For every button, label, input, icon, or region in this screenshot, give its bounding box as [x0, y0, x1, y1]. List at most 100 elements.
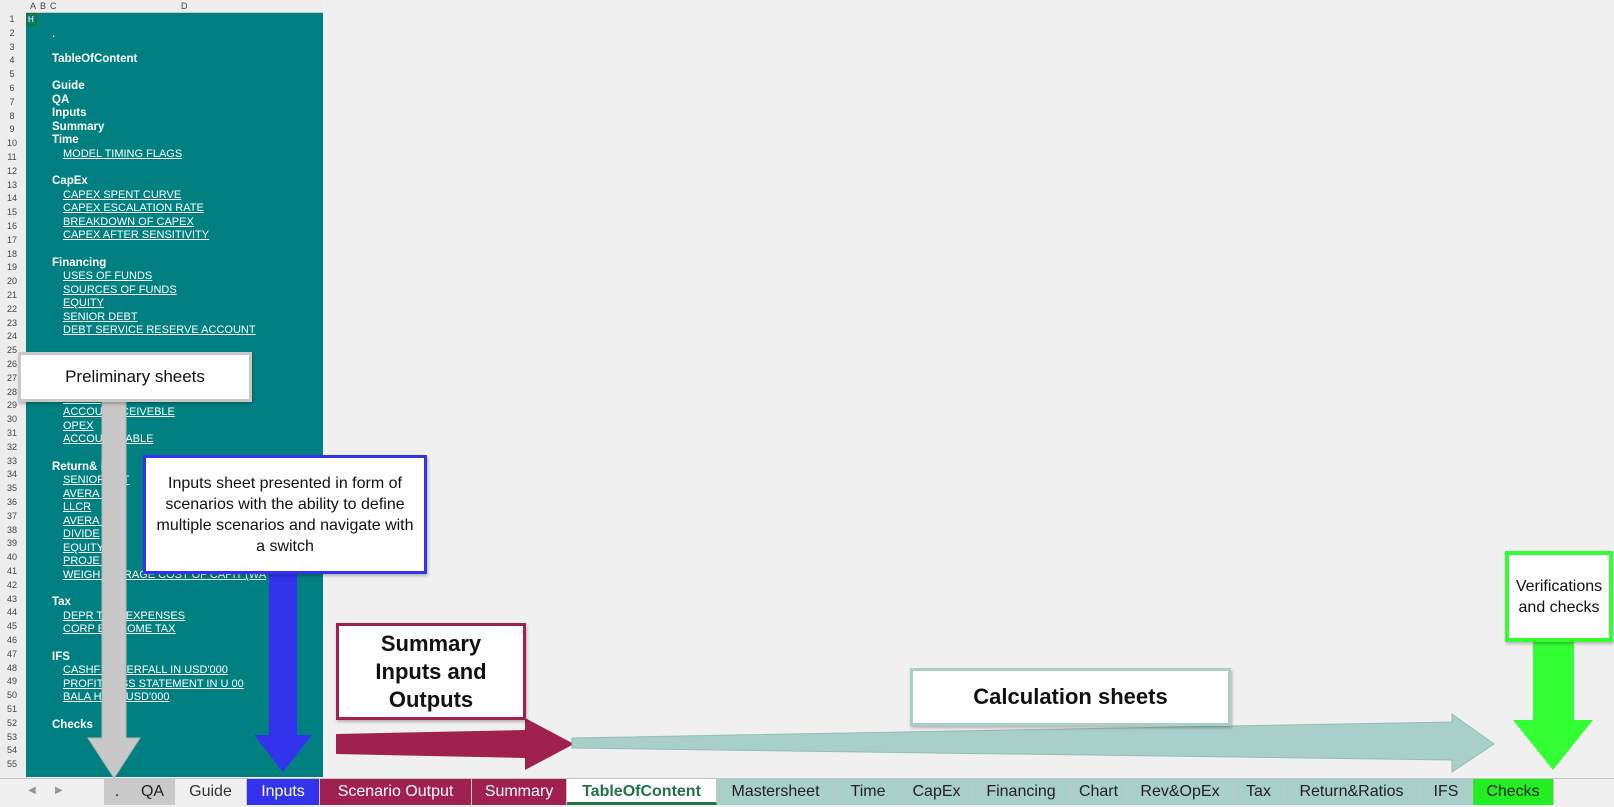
row-number[interactable]: 37	[6, 510, 17, 521]
row-number[interactable]: 13	[6, 179, 17, 190]
tab-scroll-left-icon[interactable]: ◀	[28, 785, 36, 796]
toc-link-dsra[interactable]: DEBT SERVICE RESERVE ACCOUNT	[63, 324, 256, 336]
sheet-tab-summary[interactable]: Summary	[472, 779, 567, 805]
toc-link-breakdown-of-capex[interactable]: BREAKDOWN OF CAPEX	[63, 216, 194, 228]
sheet-tab-qa[interactable]: QA	[131, 779, 175, 805]
toc-guide[interactable]: Guide	[52, 80, 85, 92]
row-number[interactable]: 15	[6, 207, 17, 218]
row-number[interactable]: 12	[6, 165, 17, 176]
toc-link-equity[interactable]: EQUITY	[63, 297, 104, 309]
sheet-tab-tableofcontent[interactable]: TableOfContent	[567, 779, 717, 805]
row-number[interactable]: 46	[6, 635, 17, 645]
row-number[interactable]: 18	[6, 248, 17, 259]
row-number[interactable]: 2	[9, 27, 15, 38]
row-number[interactable]: 8	[9, 110, 15, 121]
toc-return-ratios[interactable]: Return& ios	[52, 461, 118, 473]
tab-scroll-right-icon[interactable]: ▶	[55, 785, 63, 796]
sheet-tab-dot[interactable]: .	[104, 779, 131, 805]
sheet-tab-capex[interactable]: CapEx	[902, 779, 972, 805]
toc-checks[interactable]: Checks	[52, 719, 93, 731]
row-number[interactable]: 10	[6, 138, 17, 149]
column-header-b[interactable]: B	[40, 1, 47, 11]
row-number[interactable]: 27	[6, 372, 17, 383]
row-number[interactable]: 44	[6, 607, 17, 618]
row-number[interactable]: 7	[9, 96, 15, 107]
sheet-tab-financing[interactable]: Financing	[972, 779, 1071, 805]
column-header-c[interactable]: C	[50, 1, 57, 11]
row-number[interactable]: 4	[9, 55, 15, 66]
row-number[interactable]: 52	[6, 717, 17, 728]
row-number[interactable]: 42	[6, 579, 17, 590]
row-number[interactable]: 20	[6, 276, 17, 287]
row-number[interactable]: 36	[6, 497, 17, 507]
row-number[interactable]: 43	[6, 593, 17, 604]
toc-link-capex-after-sensitivity[interactable]: CAPEX AFTER SENSITIVITY	[63, 229, 210, 241]
row-number[interactable]: 49	[6, 676, 17, 687]
toc-link-sources-of-funds[interactable]: SOURCES OF FUNDS	[63, 284, 177, 296]
row-number[interactable]: 21	[6, 290, 17, 300]
row-number[interactable]: 9	[9, 124, 15, 135]
sheet-tab-guide[interactable]: Guide	[175, 779, 247, 805]
row-number[interactable]: 34	[6, 469, 17, 480]
toc-tax[interactable]: Tax	[52, 596, 71, 608]
row-number[interactable]: 39	[6, 538, 17, 549]
toc-link-capex-spent-curve[interactable]: CAPEX SPENT CURVE	[63, 189, 182, 201]
row-number[interactable]: 31	[6, 428, 17, 438]
row-number[interactable]: 26	[6, 359, 17, 369]
toc-capex[interactable]: CapEx	[52, 175, 88, 187]
toc-link-dividends[interactable]: DIVIDE	[63, 528, 100, 540]
row-number[interactable]: 14	[6, 193, 17, 204]
toc-link-llcr[interactable]: LLCR	[63, 501, 92, 513]
column-header-d[interactable]: D	[181, 1, 188, 11]
row-number[interactable]: 41	[6, 566, 17, 576]
toc-ifs[interactable]: IFS	[52, 651, 70, 663]
toc-link-uses-of-funds[interactable]: USES OF FUNDS	[63, 270, 153, 282]
row-number[interactable]: 38	[6, 524, 17, 535]
sheet-tab-checks[interactable]: Checks	[1473, 779, 1554, 805]
row-number[interactable]: 40	[6, 552, 17, 563]
row-number[interactable]: 22	[6, 303, 17, 314]
row-number[interactable]: 47	[6, 648, 17, 659]
toc-link-capex-escalation-rate[interactable]: CAPEX ESCALATION RATE	[63, 202, 204, 214]
row-number[interactable]: 3	[9, 41, 15, 52]
row-number[interactable]: 29	[6, 400, 17, 411]
toc-link-senior-debt[interactable]: SENIOR DEBT	[63, 311, 138, 323]
row-number[interactable]: 23	[6, 317, 17, 328]
toc-link-model-timing-flags[interactable]: MODEL TIMING FLAGS	[63, 148, 183, 160]
row-number[interactable]: 24	[6, 331, 17, 342]
row-number[interactable]: 54	[6, 745, 17, 756]
sheet-tab-inputs[interactable]: Inputs	[247, 779, 320, 805]
row-number[interactable]: 51	[6, 704, 17, 714]
sheet-tab-return-ratios[interactable]: Return&Ratios	[1284, 779, 1420, 805]
row-number[interactable]: 6	[9, 83, 15, 93]
column-header-a[interactable]: A	[30, 1, 37, 11]
toc-time[interactable]: Time	[52, 134, 79, 146]
row-number[interactable]: 19	[6, 262, 17, 273]
row-number[interactable]: 25	[6, 345, 17, 356]
toc-financing[interactable]: Financing	[52, 257, 107, 269]
toc-link-opex[interactable]: OPEX	[63, 420, 94, 432]
row-number[interactable]: 48	[6, 662, 17, 673]
active-cell-a1[interactable]: H	[26, 13, 37, 26]
sheet-tab-tax[interactable]: Tax	[1234, 779, 1284, 805]
sheet-tab-mastersheet[interactable]: Mastersheet	[717, 779, 835, 805]
sheet-tab-time[interactable]: Time	[835, 779, 902, 805]
toc-qa[interactable]: QA	[52, 94, 70, 106]
row-number[interactable]: 28	[6, 386, 17, 397]
toc-summary[interactable]: Summary	[52, 121, 105, 133]
sheet-tab-rev-opex[interactable]: Rev&OpEx	[1127, 779, 1234, 805]
row-number[interactable]: 33	[6, 455, 17, 466]
row-number[interactable]: 30	[6, 414, 17, 425]
row-number[interactable]: 45	[6, 621, 17, 632]
row-number[interactable]: 55	[6, 759, 17, 770]
row-number[interactable]: 53	[6, 731, 17, 742]
row-number[interactable]: 16	[6, 221, 17, 231]
sheet-tab-chart[interactable]: Chart	[1071, 779, 1127, 805]
sheet-tab-ifs[interactable]: IFS	[1420, 779, 1473, 805]
row-number[interactable]: 1	[9, 14, 15, 24]
row-number[interactable]: 5	[9, 69, 15, 80]
toc-inputs[interactable]: Inputs	[52, 107, 87, 119]
row-number[interactable]: 11	[7, 152, 17, 162]
row-number[interactable]: 17	[6, 234, 17, 245]
row-number[interactable]: 35	[6, 483, 17, 494]
